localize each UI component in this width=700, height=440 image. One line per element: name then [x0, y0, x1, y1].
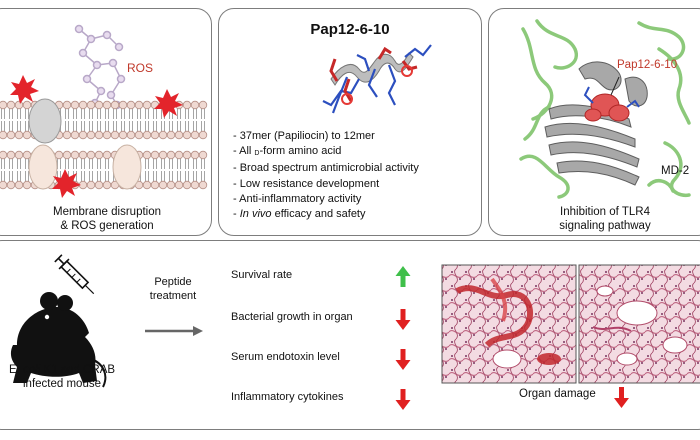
peptide-label: Pap12-6-10 — [617, 59, 678, 71]
label-pointer — [610, 76, 620, 96]
down-arrow-icon — [395, 309, 411, 330]
bullet-item: - 37mer (Papiliocin) to 12mer — [233, 130, 375, 142]
down-arrow-icon — [395, 349, 411, 370]
peptide-panel: Pap12-6-10 - 37mer (Papiliocin) to 12mer — [218, 8, 482, 236]
peptide-properties-list: - 37mer (Papiliocin) to 12mer - All D-fo… — [233, 129, 419, 222]
down-arrow-icon — [395, 389, 411, 410]
effect-label: Survival rate — [231, 269, 293, 281]
membrane-protein — [28, 144, 58, 190]
tlr4-caption: Inhibition of TLR4 signaling pathway — [559, 206, 651, 232]
membrane-illustration — [0, 24, 208, 198]
histology-infected — [441, 264, 577, 384]
membrane-protein — [28, 98, 62, 144]
md2-complex-structure — [519, 19, 691, 199]
up-arrow-icon — [395, 266, 411, 287]
ros-burst-icon — [52, 169, 81, 198]
membrane-caption: Membrane disruption & ROS generation — [52, 206, 162, 232]
ros-burst-icon — [10, 75, 39, 104]
ros-label: ROS — [127, 61, 154, 75]
membrane-protein — [112, 144, 142, 190]
bullet-item: - Broad spectrum antimicrobial activity — [233, 162, 419, 175]
treatment-label: Peptide treatment — [149, 276, 197, 302]
organ-damage-down-arrow-icon — [614, 387, 629, 408]
peptide-title: Pap12-6-10 — [310, 21, 390, 38]
bullet-item: - In vivo efficacy and safety — [233, 208, 366, 221]
mouse-illustration — [10, 254, 107, 388]
ros-burst-icon — [154, 89, 183, 118]
tlr4-panel: Pap12-6-10 MD-2 Inhibition of TLR4 signa… — [488, 8, 700, 236]
bullet-item: - Anti-inflammatory activity — [233, 192, 362, 205]
in-vivo-panel: E. coli K1 and CRAB infected mouse Pepti… — [0, 240, 700, 430]
effect-label: Inflammatory cytokines — [231, 391, 344, 403]
effect-label: Serum endotoxin level — [231, 351, 340, 363]
membrane-disruption-panel: ROS Membrane disruption & ROS generation — [0, 8, 212, 236]
syringe-icon — [54, 254, 95, 295]
bullet-item: - Low resistance development — [233, 177, 380, 190]
mouse-caption: E. coli K1 and CRAB infected mouse — [8, 364, 116, 390]
organ-damage-label: Organ damage — [519, 388, 596, 400]
peptide-helix-structure — [322, 44, 432, 114]
histology-treated — [578, 264, 700, 384]
bullet-item: - All D-form amino acid — [233, 145, 342, 158]
effect-label: Bacterial growth in organ — [231, 311, 353, 323]
md2-label: MD-2 — [661, 165, 690, 177]
mouse-icon — [10, 292, 98, 383]
